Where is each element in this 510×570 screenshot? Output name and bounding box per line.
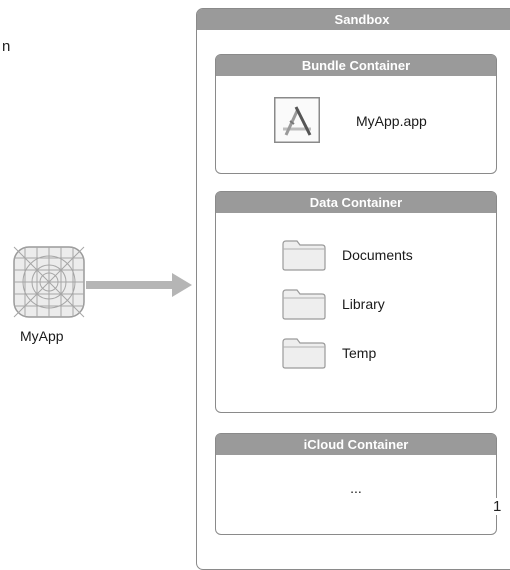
sandbox-title: Sandbox (197, 9, 510, 30)
app-store-icon (274, 97, 320, 143)
data-container-title: Data Container (216, 192, 496, 213)
bundle-app-file: MyApp.app (356, 113, 427, 129)
bundle-container: Bundle Container MyApp.app (215, 54, 497, 174)
folder-label-documents: Documents (342, 247, 413, 263)
app-name: MyApp (20, 328, 64, 344)
folder-icon (282, 338, 326, 369)
icloud-container-title: iCloud Container (216, 434, 496, 455)
app-icon (13, 246, 85, 318)
folder-label-library: Library (342, 296, 385, 312)
edge-digit: 1 (493, 498, 502, 515)
bundle-container-title: Bundle Container (216, 55, 496, 76)
folder-icon (282, 289, 326, 320)
icloud-placeholder: ... (350, 480, 362, 496)
edge-letter: n (2, 38, 11, 55)
folder-label-temp: Temp (342, 345, 377, 361)
folder-icon (282, 240, 326, 271)
data-container: Data Container Documents Library Temp (215, 191, 497, 413)
icloud-container: iCloud Container ... (215, 433, 497, 535)
arrow-right-icon (86, 273, 192, 297)
sandbox-container: Sandbox Bundle Container MyApp.app Data … (196, 8, 510, 570)
